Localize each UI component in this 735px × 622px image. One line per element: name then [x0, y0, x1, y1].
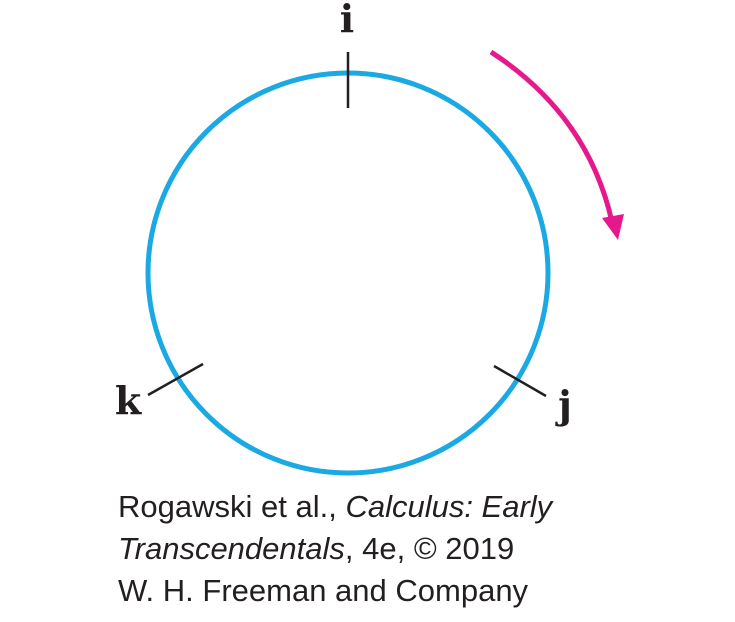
label-j: j	[555, 382, 572, 427]
credit-line-1: Rogawski et al., Calculus: Early	[118, 486, 718, 528]
cyclic-ijk-diagram: i j k	[115, 0, 624, 476]
tick-k	[147, 362, 204, 397]
credit-title-part-1: Calculus: Early	[345, 489, 553, 524]
label-k: k	[115, 378, 142, 423]
credit-publisher: W. H. Freeman and Company	[118, 573, 529, 608]
credit-edition: , 4e, © 2019	[344, 531, 515, 566]
credit-line-2: Transcendentals, 4e, © 2019	[118, 528, 718, 570]
unit-circle	[145, 70, 551, 476]
credit-authors: Rogawski et al.,	[118, 489, 346, 524]
credit-title-part-2: Transcendentals	[118, 531, 345, 566]
rotation-arrow-head	[602, 214, 624, 240]
image-credit: Rogawski et al., Calculus: Early Transce…	[118, 486, 718, 612]
label-i: i	[340, 0, 354, 41]
rotation-arrow	[489, 49, 615, 223]
tick-j	[493, 364, 547, 398]
